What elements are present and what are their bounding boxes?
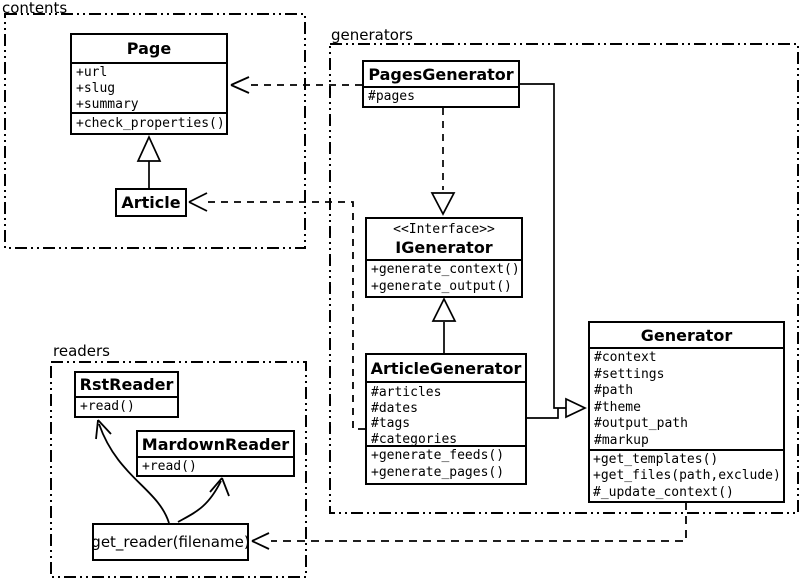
attribute-line: #tags — [371, 416, 411, 431]
attribute-line: +slug — [76, 81, 116, 97]
class-generator: Generator #context #settings #path #them… — [588, 321, 785, 503]
attribute-line: #settings — [594, 366, 665, 382]
attribute-line: #theme — [594, 399, 641, 415]
class-articlegenerator-methods: +generate_feeds() +generate_pages() — [367, 447, 525, 483]
class-pagesgenerator-attributes: #pages — [364, 88, 518, 106]
method-line: +get_files(path,exclude) — [593, 468, 781, 484]
method-line: +read() — [80, 399, 135, 414]
method-line: +get_templates() — [593, 452, 719, 467]
class-mardownreader: MardownReader +read() — [136, 430, 295, 477]
generalization-articlegenerator-igenerator — [431, 297, 457, 353]
node-get-reader-label: get_reader(filename) — [91, 533, 250, 551]
class-article-title: Article — [121, 193, 181, 212]
class-mardownreader-title: MardownReader — [138, 432, 293, 458]
class-rstreader-title: RstReader — [76, 373, 177, 398]
method-line: +generate_feeds() — [371, 448, 505, 463]
node-get-reader: get_reader(filename) — [91, 523, 250, 561]
dependency-articlegenerator-article — [188, 192, 365, 430]
class-page-attributes: +url +slug +summary — [72, 64, 226, 114]
class-rstreader-methods: +read() — [76, 398, 177, 416]
attribute-line: #path — [594, 383, 634, 399]
package-readers-label: readers — [53, 342, 110, 360]
method-line: +read() — [142, 459, 197, 474]
class-generator-attributes: #context #settings #path #theme #output_… — [590, 349, 783, 451]
method-line: +check_properties() — [76, 116, 225, 131]
package-generators-border — [329, 43, 799, 514]
class-generator-methods: +get_templates() +get_files(path,exclude… — [590, 451, 783, 501]
generalization-article-page — [136, 134, 162, 188]
arrow-getreader-mardownreader — [177, 477, 230, 523]
method-line: +generate_output() — [371, 278, 512, 294]
class-articlegenerator-attributes: #articles #dates #tags #categories — [367, 383, 525, 447]
realization-pagesgenerator-igenerator — [430, 108, 456, 216]
method-line: #_update_context() — [593, 484, 734, 500]
arrow-getreader-rstreader — [95, 419, 170, 524]
interface-igenerator: <<Interface>> IGenerator +generate_conte… — [365, 217, 523, 298]
dependency-pagesgenerator-page — [230, 76, 362, 94]
class-mardownreader-methods: +read() — [138, 458, 293, 475]
class-pagesgenerator: PagesGenerator #pages — [362, 60, 520, 108]
package-readers-border — [50, 361, 307, 578]
class-generator-title: Generator — [590, 323, 783, 349]
class-page: Page +url +slug +summary +check_properti… — [70, 33, 228, 135]
attribute-line: +summary — [76, 97, 139, 113]
attribute-line: #categories — [371, 431, 458, 447]
method-line: +generate_pages() — [371, 464, 505, 480]
class-articlegenerator-title: ArticleGenerator — [367, 355, 525, 383]
attribute-line: #markup — [594, 432, 649, 448]
interface-igenerator-methods: +generate_context() +generate_output() — [367, 261, 521, 296]
attribute-line: +url — [76, 65, 108, 80]
package-generators-label: generators — [331, 26, 413, 44]
class-articlegenerator: ArticleGenerator #articles #dates #tags … — [365, 353, 527, 485]
class-article: Article — [115, 188, 187, 217]
class-pagesgenerator-title: PagesGenerator — [364, 62, 518, 88]
interface-igenerator-title: IGenerator — [395, 238, 493, 257]
interface-igenerator-header: <<Interface>> IGenerator — [367, 219, 521, 261]
attribute-line: #context — [594, 350, 657, 365]
class-rstreader: RstReader +read() — [74, 371, 179, 418]
attribute-line: #output_path — [594, 416, 688, 432]
class-page-title: Page — [72, 35, 226, 64]
method-line: +generate_context() — [371, 262, 520, 277]
class-page-methods: +check_properties() — [72, 114, 226, 133]
generalization-generators-generator — [520, 83, 587, 419]
attribute-line: #dates — [371, 400, 418, 416]
package-contents-label: contents — [2, 0, 68, 17]
package-contents-border — [4, 13, 306, 249]
attribute-line: #articles — [371, 385, 442, 400]
attribute-line: #pages — [368, 89, 415, 104]
interface-stereotype: <<Interface>> — [393, 222, 495, 237]
dependency-generator-getreader — [251, 502, 687, 550]
